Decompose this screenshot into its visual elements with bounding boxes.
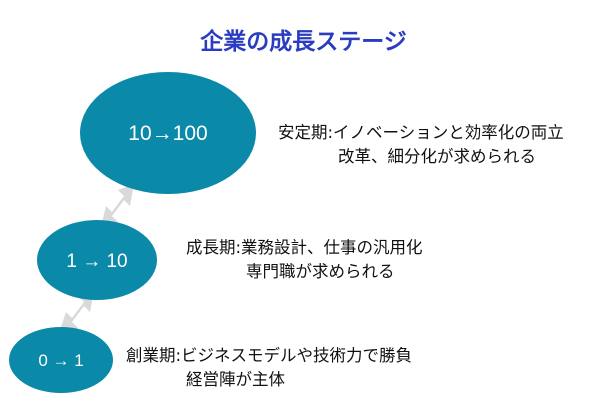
description-line: 改革、細分化が求められる <box>338 147 536 166</box>
description-line: 経営陣が主体 <box>186 370 285 389</box>
description-line: 専門職が求められる <box>246 262 395 281</box>
description-line: 安定期:イノベーションと効率化の両立 <box>278 123 564 142</box>
description-line: 成長期:業務設計、仕事の汎用化 <box>186 238 423 257</box>
stage-label-growth: 1 → 10 <box>66 251 127 272</box>
stage-label-stable: 10→100 <box>128 122 207 145</box>
stage-description-stable: 安定期:イノベーションと効率化の両立 改革、細分化が求められる <box>278 121 564 169</box>
diagram-title: 企業の成長ステージ <box>200 29 407 55</box>
double-arrow-icon <box>58 290 94 336</box>
description-line: 創業期:ビジネスモデルや技術力で勝負 <box>126 346 413 365</box>
stage-ellipse-growth <box>37 220 157 300</box>
double-arrow-icon <box>100 184 134 230</box>
stage-description-startup: 創業期:ビジネスモデルや技術力で勝負 経営陣が主体 <box>126 344 412 392</box>
stage-ellipse-stable <box>80 72 256 194</box>
stage-label-startup: 0 → 1 <box>38 351 83 370</box>
stage-description-growth: 成長期:業務設計、仕事の汎用化 専門職が求められる <box>186 236 423 284</box>
stage-ellipse-startup <box>9 327 113 393</box>
